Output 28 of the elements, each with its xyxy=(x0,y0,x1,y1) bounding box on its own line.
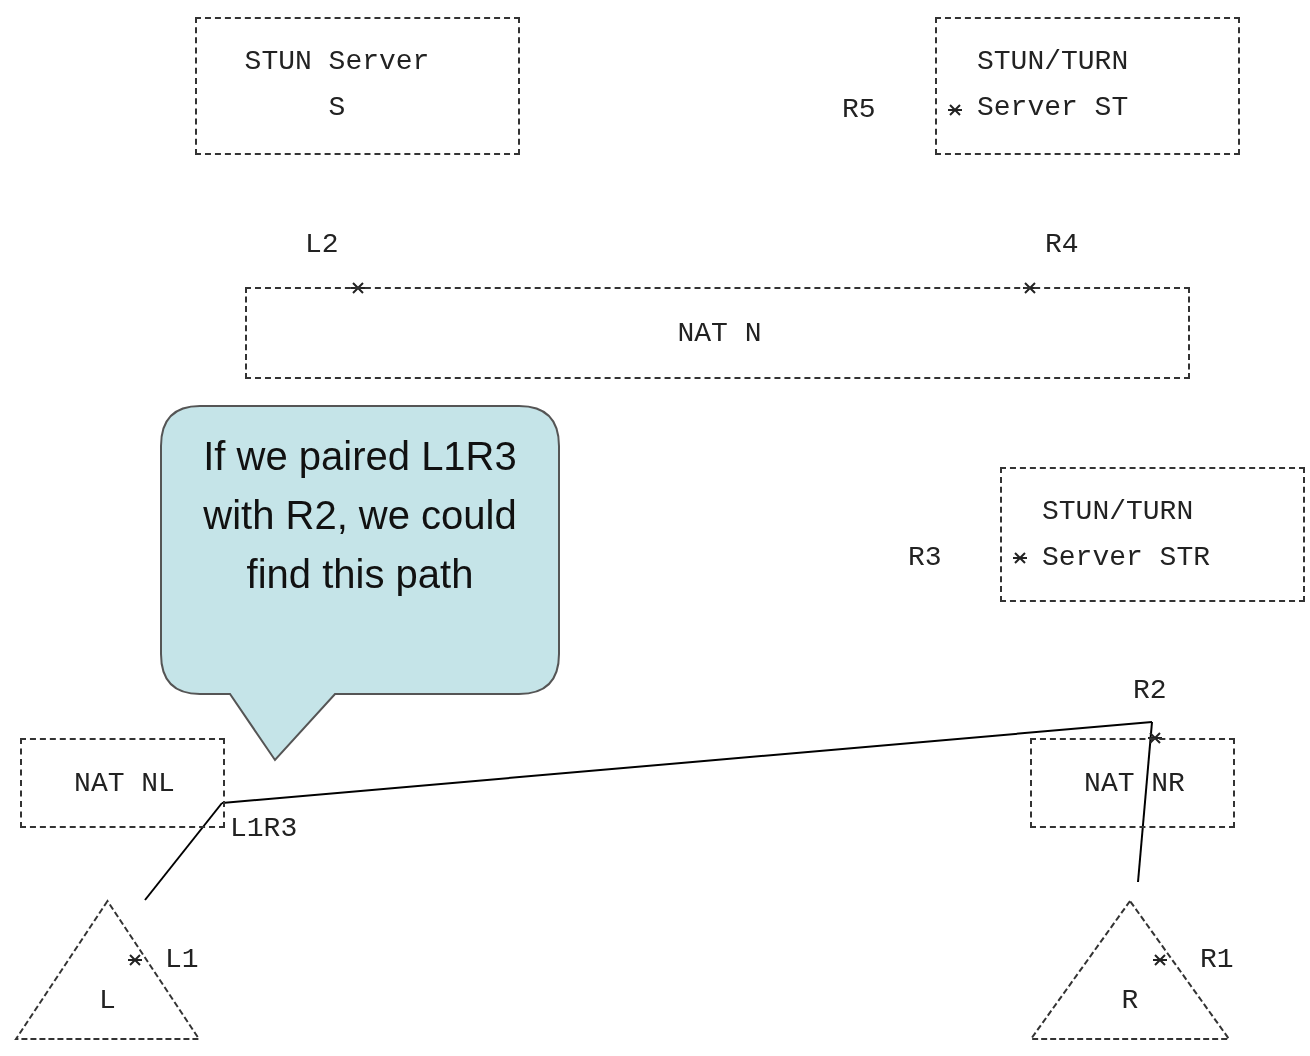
point-label: R1 xyxy=(1200,943,1234,977)
point-label: R5 xyxy=(842,93,876,127)
nat-box xyxy=(245,287,1190,379)
network-label: L xyxy=(98,984,117,1018)
box-label: STUN/TURN Server ST xyxy=(977,45,1130,125)
point-label: R4 xyxy=(1045,228,1079,262)
point-label: L2 xyxy=(305,228,339,262)
callout-text: If we paired L1R3 with R2, we could find this path xyxy=(202,433,518,598)
nat-box xyxy=(1030,738,1235,828)
path-line xyxy=(1137,721,1153,883)
network-triangle xyxy=(15,900,200,1040)
server-box xyxy=(1000,467,1305,602)
box-label: STUN Server S xyxy=(243,45,431,125)
point-label: R2 xyxy=(1133,674,1167,708)
server-box xyxy=(195,17,520,155)
server-box xyxy=(935,17,1240,155)
speech-bubble xyxy=(160,405,560,762)
point-label: L1 xyxy=(165,943,199,977)
path-line xyxy=(221,721,1153,804)
point-label: L1R3 xyxy=(230,812,298,846)
box-label: NAT NR xyxy=(1083,767,1186,801)
box-label: NAT N xyxy=(676,317,763,351)
network-label: R xyxy=(1120,984,1140,1018)
path-line xyxy=(144,802,223,901)
box-label: NAT NL xyxy=(73,767,176,801)
box-label: STUN/TURN Server STR xyxy=(1042,495,1212,575)
point-label: R3 xyxy=(908,541,942,575)
nat-box xyxy=(20,738,225,828)
